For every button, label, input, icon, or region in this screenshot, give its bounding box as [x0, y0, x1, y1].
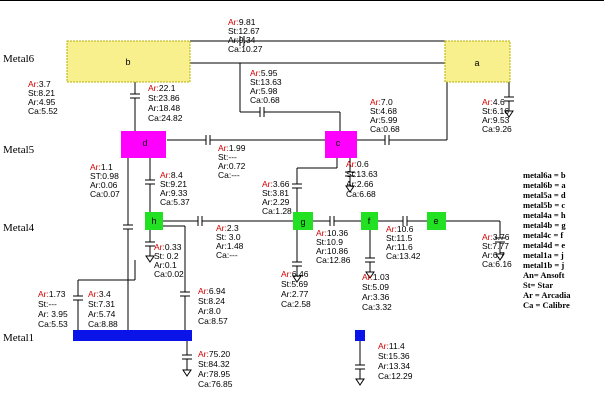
node-label-g: g: [300, 217, 305, 227]
metal6-node-a: [444, 40, 511, 83]
value-block-metal1-left: Ar:1.73 St:--- Ar: 3.95 Ca:5.53: [38, 289, 70, 329]
value-block-h-gnd: Ar:0.33 St: 0.2 Ar:0.1 Ca:0.02: [154, 242, 184, 279]
metal4-node-g: [293, 212, 313, 230]
node-label-d: d: [142, 138, 147, 148]
value-block-d-h: Ar:8.4 St:9.21 Ar:9.33 Ca:5.37: [160, 170, 190, 207]
capacitor-h-metal1: [180, 291, 190, 297]
metal6-node-b: [66, 40, 191, 83]
value-block-top: Ar:9.81 St:12.67 Ar:9.34 Ca:10.27: [228, 17, 263, 54]
value-block-f-e: Ar:10.6 St:11.5 Ar:11.6 Ca:13.42: [386, 224, 421, 261]
ground-icon: [345, 185, 355, 193]
level-label-metal4: Metal4: [3, 222, 35, 234]
node-labels: b a d c h g f e: [125, 57, 479, 227]
capacitor-g-gnd: [292, 261, 302, 267]
value-block-h-g: Ar:2.3 St: 3.0 Ar:1.48 Ca:---: [216, 223, 246, 260]
capacitance-values: Ar:9.81 St:12.67 Ar:9.34 Ca:10.27 Ar:3.7…: [28, 17, 512, 389]
capacitor-d-left: [123, 224, 133, 230]
ground-icon: [355, 378, 365, 386]
value-block-c-g: Ar:3.66 St:3.81 Ar:2.29 Ca:1.28: [262, 179, 292, 216]
ground-icon: [145, 255, 155, 263]
capacitor-f-gnd: [365, 257, 375, 263]
level-label-metal1: Metal1: [3, 332, 34, 344]
node-label-a: a: [474, 58, 479, 68]
metal4-node-f: [361, 212, 378, 230]
ground-symbols: [145, 110, 514, 386]
legend: metal6a = b metal6b = a metal5a = d meta…: [523, 170, 573, 310]
capacitor-symbols: [73, 36, 514, 370]
metal1-node-j: [355, 330, 365, 341]
ground-icon: [495, 253, 505, 261]
value-block-metal1-gnd: Ar:75.20 St:84.32 Ar:78.95 Ca:76.85: [198, 349, 233, 389]
value-block-b-via: Ar:22.1 St:23.86 Ar:18.48 Ca:24.82: [148, 83, 183, 123]
value-block-metal1-b: Ar:6.94 St:8.24 Ar:8.0 Ca:8.57: [198, 286, 228, 326]
conductors: [66, 40, 511, 341]
ground-icon: [182, 369, 192, 377]
value-block-g-gnd: Ar:6.46 St:5.69 Ar:2.77 Ca:2.58: [281, 269, 311, 309]
level-label-metal6: Metal6: [3, 53, 35, 65]
value-block-e-gnd: Ar:3.76 St:7.77 Ar:6.7 Ca:6.16: [482, 232, 512, 269]
metal1-bar: [73, 330, 192, 341]
metal5-node-d: [121, 131, 166, 158]
capacitor-metal1-gnd: [182, 354, 192, 360]
node-label-h: h: [151, 216, 156, 226]
ground-icon: [292, 275, 302, 283]
value-block-a-gnd: Ar:4.6 St:6.16 Ar:9.53 Ca:9.26: [482, 97, 512, 134]
value-block-a-c: Ar:7.0 St:4.68 Ar:5.99 Ca:0.68: [370, 97, 400, 134]
capacitor-h-gnd: [145, 241, 155, 247]
capacitor-c-gnd: [345, 171, 355, 177]
capacitor-h-g: [197, 216, 203, 226]
capacitor-f-e: [402, 216, 408, 226]
node-label-c: c: [336, 138, 341, 148]
metal4-node-h: [145, 212, 163, 230]
value-block-d-c: Ar:1.99 St:--- Ar:0.72 Ca:---: [218, 143, 248, 180]
value-block-b-d: Ar:3.7 St:8.21 Ar:4.95 Ca:5.52: [28, 79, 58, 116]
value-block-g-f: Ar:10.36 St:10.9 Ar:10.86 Ca:12.86: [316, 228, 351, 265]
capacitor-d-h: [145, 179, 155, 185]
wires: [77, 40, 510, 379]
capacitor-a-c: [384, 135, 390, 145]
capacitor-j-gnd: [355, 364, 365, 370]
value-block-b-c: Ar:5.95 St:13.63 Ar:5.98 Ca:0.68: [250, 68, 284, 105]
capacitor-b-d: [130, 93, 140, 99]
capacitor-b-a: [239, 36, 245, 46]
capacitor-metal1-left: [73, 295, 83, 301]
value-block-d-left: Ar:1.1 ST:0.98 Ar:0.06 Ca:0.07: [90, 162, 121, 199]
capacitor-a-gnd: [504, 96, 514, 102]
capacitor-e-gnd: [495, 237, 505, 243]
value-block-metal1-a: Ar:3.4 St:7.31 Ar:5.74 Ca:8.88: [88, 289, 118, 329]
metal4-node-e: [427, 212, 446, 230]
capacitor-g-f: [329, 216, 335, 226]
level-labels: Metal6 Metal5 Metal4 Metal1: [3, 53, 35, 344]
level-label-metal5: Metal5: [3, 144, 35, 156]
value-block-c-gnd: Ar:0.6 St:13.63 Ar:2.66 Ca:6.68: [346, 159, 380, 199]
ground-icon: [365, 271, 375, 279]
capacitor-d-c: [205, 135, 211, 145]
metal5-node-c: [325, 131, 357, 158]
capacitor-b-c: [259, 107, 265, 117]
node-label-b: b: [125, 57, 130, 67]
value-block-f-gnd: Ar:1.03 St:5.09 Ar:3.36 Ca:3.32: [362, 272, 392, 312]
capacitor-c-g: [292, 183, 302, 189]
value-block-j-gnd: Ar:11.4 St:15.36 Ar:13.34 Ca:12.29: [378, 341, 413, 381]
ground-icon: [504, 110, 514, 118]
node-label-e: e: [433, 216, 438, 226]
node-label-f: f: [368, 216, 371, 226]
